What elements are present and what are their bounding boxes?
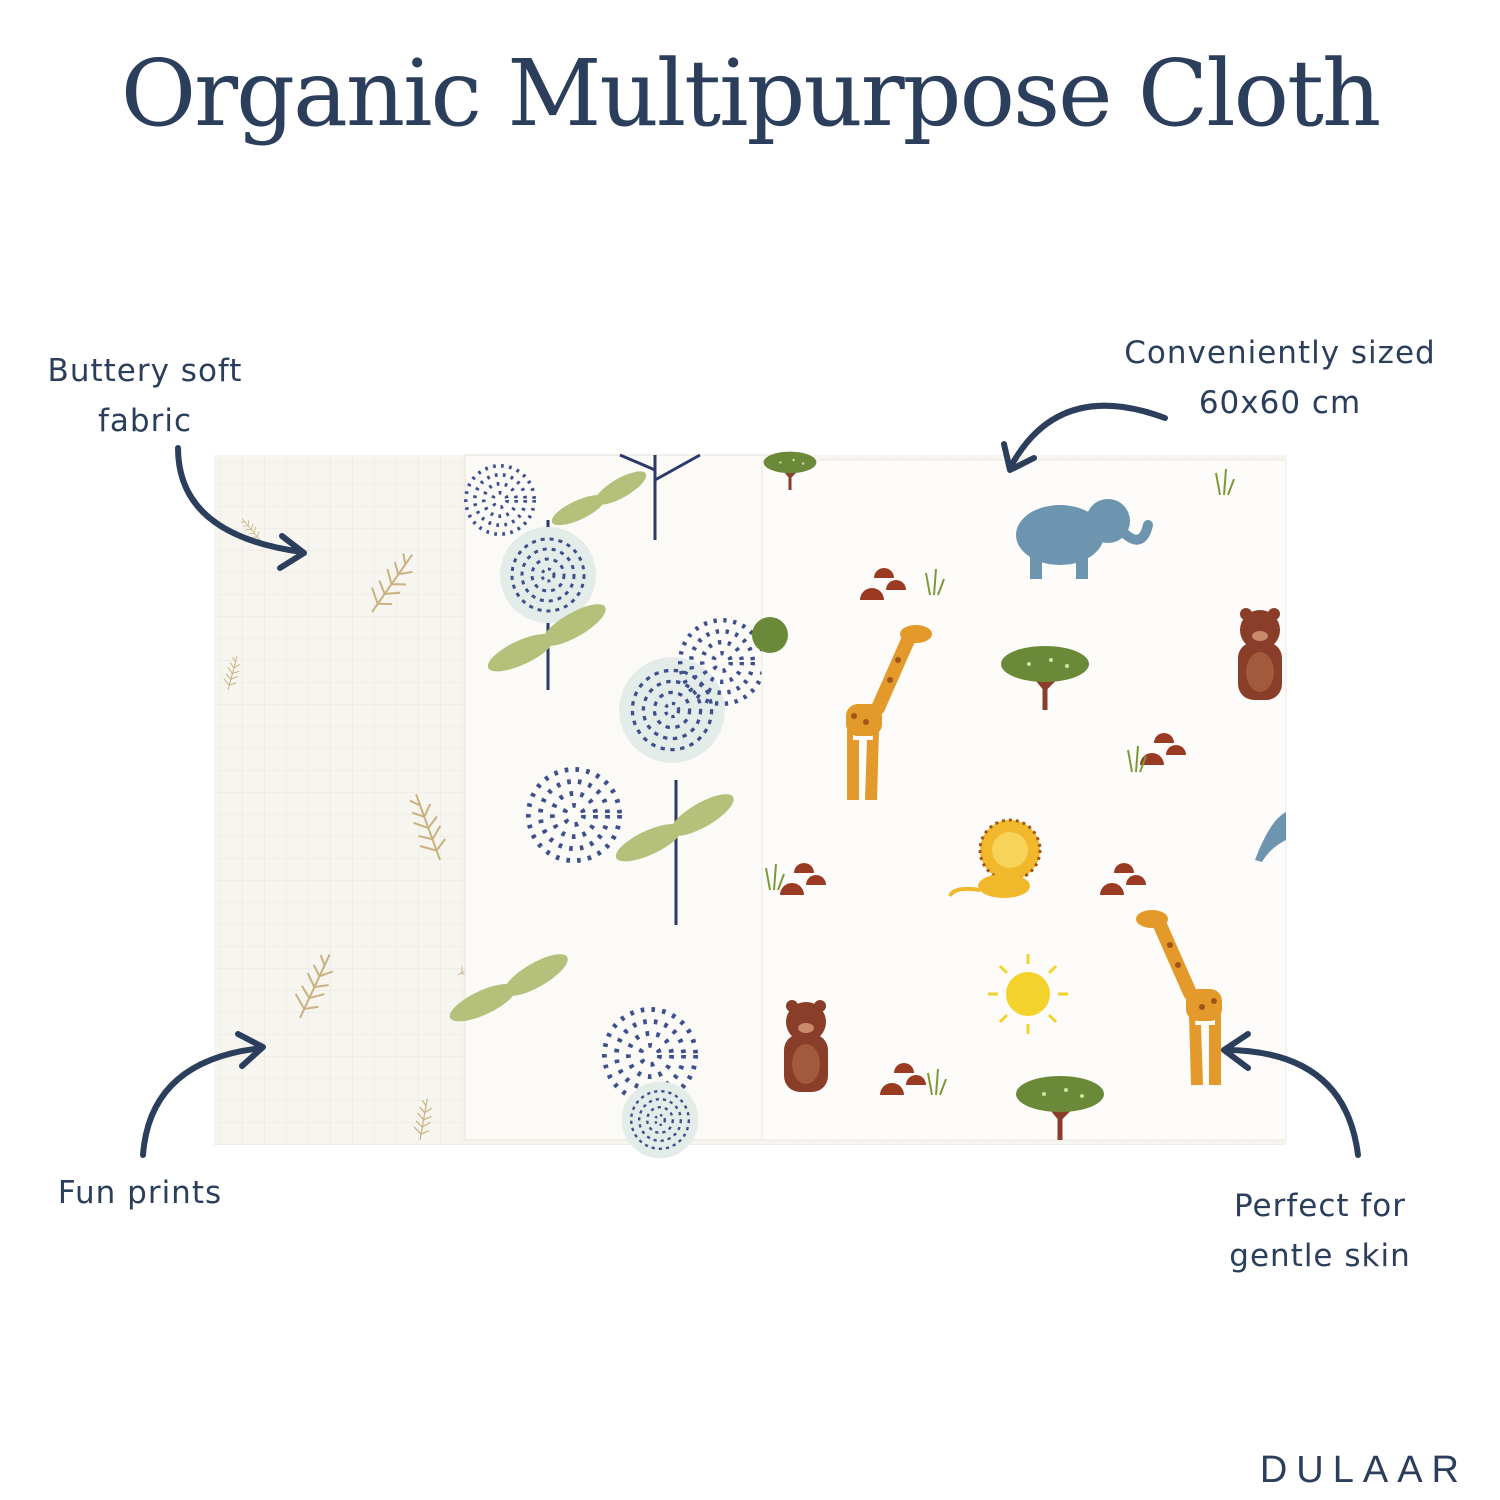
callout-size-line2: 60x60 cm (1198, 385, 1362, 421)
brand-logo: DULAAR (1259, 1449, 1468, 1491)
callout-soft-line1: Buttery soft (47, 353, 243, 389)
callout-skin-line2: gentle skin (1229, 1238, 1411, 1274)
callout-prints-line1: Fun prints (57, 1175, 223, 1211)
callout-arrows (140, 402, 1361, 1158)
callout-soft-line2: fabric (98, 403, 192, 439)
arrow-skin (1221, 1047, 1361, 1158)
arrow-prints (140, 1045, 265, 1158)
callout-soft-fabric: Buttery soft fabric (30, 346, 260, 446)
arrow-soft (175, 445, 305, 555)
callout-skin-line1: Perfect for (1233, 1188, 1407, 1224)
sun-print (988, 954, 1068, 1034)
lion-print (948, 818, 1042, 898)
floral-panel (445, 453, 784, 1160)
safari-panel (752, 450, 1287, 1140)
elephant-print (1016, 499, 1153, 579)
callout-gentle-skin: Perfect for gentle skin (1210, 1181, 1430, 1281)
arrow-size (1007, 402, 1168, 471)
callout-size: Conveniently sized 60x60 cm (1110, 328, 1450, 428)
page-title: Organic Multipurpose Cloth (120, 40, 1382, 147)
callout-size-line1: Conveniently sized (1124, 335, 1436, 371)
callout-fun-prints: Fun prints (40, 1168, 240, 1218)
